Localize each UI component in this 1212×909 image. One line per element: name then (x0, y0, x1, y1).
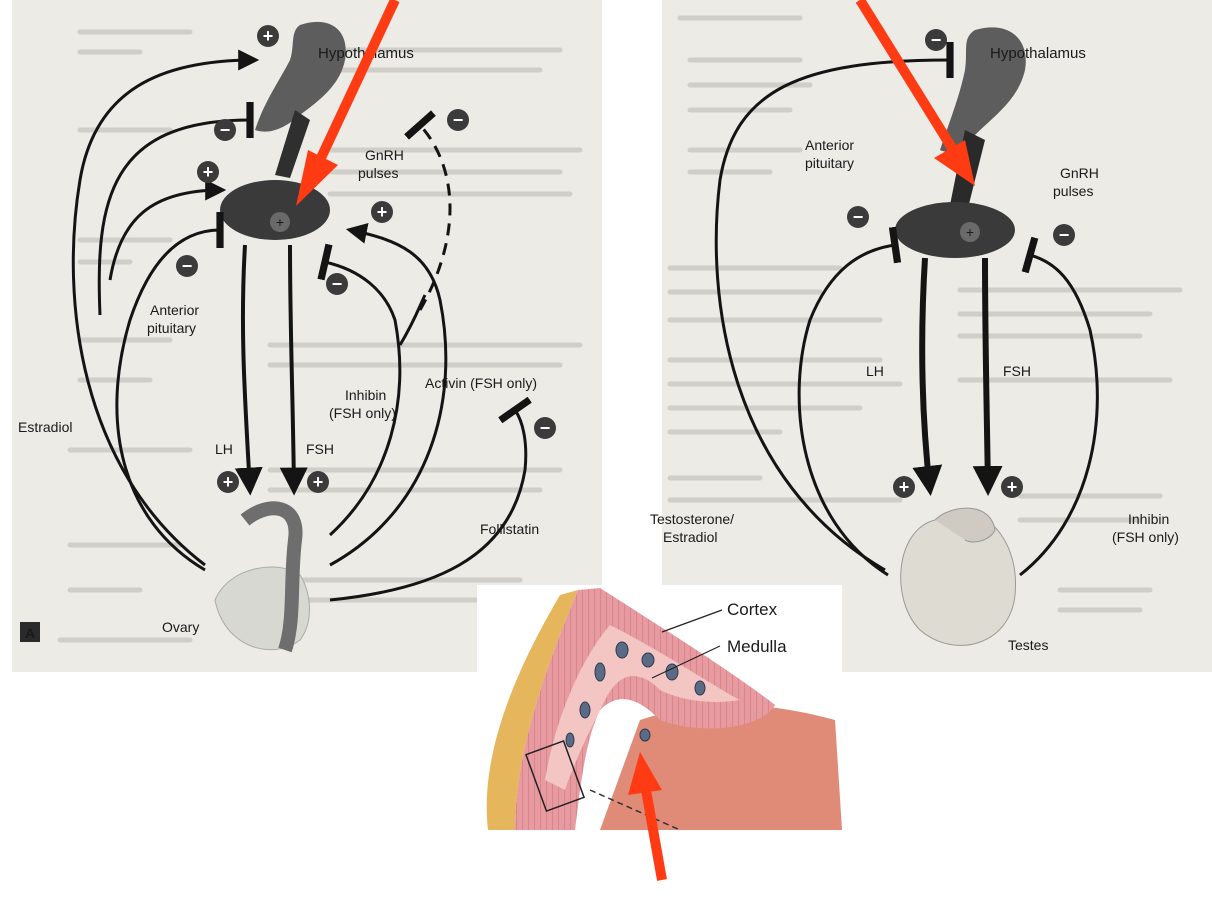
male-pituitary-plus-text: + (966, 224, 974, 240)
svg-text:−: − (1059, 225, 1070, 245)
svg-text:+: + (203, 162, 214, 182)
svg-text:+: + (223, 472, 234, 492)
svg-text:−: − (332, 274, 343, 294)
svg-text:−: − (931, 30, 942, 50)
female-anterior-pituitary-shape (220, 180, 330, 240)
female-axis-panel: + + − + − + − − − + + Hyp (12, 0, 602, 672)
female-anterior-pituitary-label-line1: Anterior (150, 302, 199, 318)
svg-text:+: + (313, 472, 324, 492)
male-anterior-pituitary-shape (895, 202, 1015, 258)
male-inhibin-label-line2: (FSH only) (1112, 529, 1179, 545)
male-lh-label: LH (866, 363, 884, 379)
svg-text:−: − (540, 418, 551, 438)
ovary-label: Ovary (162, 619, 199, 635)
testosterone-label-line2: Estradiol (663, 529, 717, 545)
female-gnrh-label-line1: GnRH (365, 147, 404, 163)
inhibin-label-line1: Inhibin (345, 387, 386, 403)
medulla-label: Medulla (727, 637, 787, 656)
female-fsh-label: FSH (306, 441, 334, 457)
svg-text:−: − (220, 120, 231, 140)
cortex-label: Cortex (727, 600, 778, 619)
male-fsh-label: FSH (1003, 363, 1031, 379)
female-anterior-pituitary-label-line2: pituitary (147, 320, 196, 336)
svg-text:+: + (1007, 477, 1018, 497)
male-axis-panel: + − − − + + Hypothalamus Anterior pituit… (650, 0, 1212, 672)
male-inhibin-label-line1: Inhibin (1128, 511, 1169, 527)
female-lh-label: LH (215, 441, 233, 457)
female-gnrh-label-line2: pulses (358, 165, 398, 181)
male-hypothalamus-label: Hypothalamus (990, 45, 1086, 62)
estradiol-label: Estradiol (18, 419, 72, 435)
testes-label: Testes (1008, 637, 1048, 653)
testosterone-label-line1: Testosterone/ (650, 511, 734, 527)
svg-text:−: − (182, 256, 193, 276)
follistatin-label: Follistatin (480, 521, 539, 537)
adrenal-inset: Cortex Medulla (477, 585, 842, 830)
svg-text:+: + (899, 477, 910, 497)
male-fsh-arrow (985, 258, 988, 490)
inhibin-label-line2: (FSH only) (329, 405, 396, 421)
activin-label: Activin (FSH only) (425, 375, 537, 391)
male-anterior-pituitary-label-line1: Anterior (805, 137, 854, 153)
svg-text:+: + (263, 26, 274, 46)
svg-text:+: + (377, 202, 388, 222)
panel-letter: A (25, 625, 35, 641)
male-anterior-pituitary-label-line2: pituitary (805, 155, 854, 171)
svg-text:−: − (853, 207, 864, 227)
male-gnrh-label-line1: GnRH (1060, 165, 1099, 181)
svg-text:−: − (453, 110, 464, 130)
female-pituitary-plus-text: + (276, 214, 284, 230)
male-gnrh-label-line2: pulses (1053, 183, 1093, 199)
